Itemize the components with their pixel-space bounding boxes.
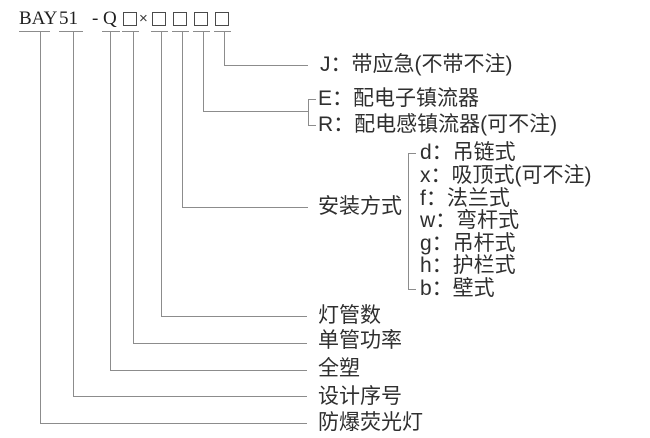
mounting-option-guardrail: h：护栏式 — [420, 254, 516, 277]
underline-box-emergency — [214, 31, 231, 32]
mounting-option-ceiling: x：吸顶式(可不注) — [420, 164, 592, 187]
connector-v-emergency — [224, 32, 225, 65]
code-plastic: Q — [103, 8, 117, 29]
connector-h-design-serial — [73, 396, 307, 397]
bracket-ballast-vertical — [308, 99, 309, 126]
connector-h-tube-power — [133, 343, 307, 344]
code-dash: - — [92, 8, 99, 29]
mounting-option-wall: b：壁式 — [420, 277, 495, 300]
connector-h-all-plastic — [110, 370, 307, 371]
underline-plastic — [102, 31, 120, 32]
underline-box-power — [122, 31, 139, 32]
connector-v-tube-power — [133, 32, 134, 343]
label-tube-count: 灯管数 — [318, 304, 381, 327]
connector-h-mounting — [182, 207, 308, 208]
label-mounting-title: 安装方式 — [318, 195, 402, 218]
code-digit-box-tubes — [152, 12, 166, 26]
connector-v-ballast — [203, 32, 204, 111]
bracket-ballast-tick-bottom — [308, 125, 316, 126]
label-inductive-ballast: R：配电感镇流器(可不注) — [318, 113, 558, 136]
mounting-option-chain: d：吊链式 — [420, 141, 516, 164]
mounting-option-pendant-rod: g：吊杆式 — [420, 232, 516, 255]
connector-v-mounting — [182, 32, 183, 207]
bracket-mounting-tick-bottom — [408, 289, 416, 290]
mounting-option-bent-rod: w：弯杆式 — [420, 209, 520, 232]
code-series: BAY — [19, 8, 58, 29]
connector-v-product-name — [40, 32, 41, 423]
code-digit-box-ballast — [194, 12, 208, 26]
label-design-serial: 设计序号 — [318, 385, 402, 408]
label-tube-power: 单管功率 — [318, 329, 402, 352]
underline-box-ballast — [193, 31, 210, 32]
connector-v-tube-count — [161, 32, 162, 316]
code-digit-box-mounting — [173, 12, 187, 26]
label-emergency: J：带应急(不带不注) — [320, 53, 513, 76]
underline-series — [19, 31, 50, 32]
bracket-mounting-tick-top — [408, 153, 416, 154]
label-product-name: 防爆荧光灯 — [318, 411, 423, 434]
bracket-mounting-vertical — [408, 153, 409, 290]
underline-design-no — [59, 31, 83, 32]
code-design-no: 51 — [59, 8, 78, 29]
connector-h-product-name — [40, 423, 307, 424]
label-all-plastic: 全塑 — [318, 357, 360, 380]
connector-v-all-plastic — [110, 32, 111, 370]
underline-box-mounting — [172, 31, 189, 32]
code-multiply-sign: × — [139, 10, 148, 27]
bracket-ballast-tick-top — [308, 99, 316, 100]
code-digit-box-emergency — [215, 12, 229, 26]
connector-h-emergency — [224, 65, 308, 66]
code-digit-box-power — [123, 12, 137, 26]
underline-box-tubes — [151, 31, 168, 32]
connector-h-ballast — [203, 111, 308, 112]
connector-h-tube-count — [161, 316, 307, 317]
mounting-option-flange: f：法兰式 — [420, 187, 510, 210]
label-electronic-ballast: E：配电子镇流器 — [318, 87, 480, 110]
connector-v-design-serial — [73, 32, 74, 396]
